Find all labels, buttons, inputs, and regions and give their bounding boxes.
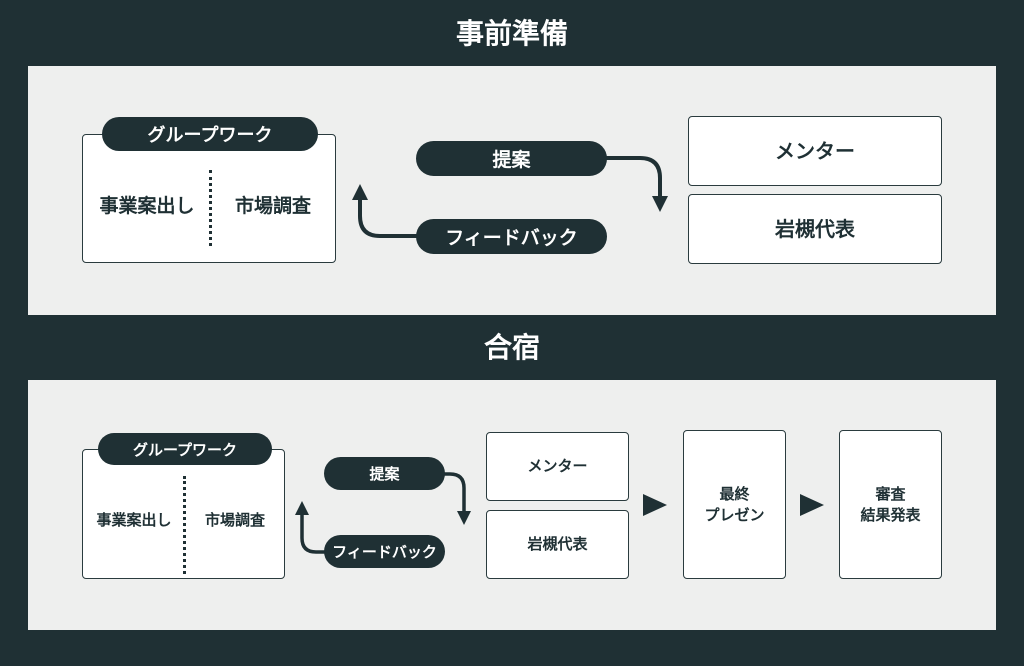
proposal-pill: 提案 [416,141,607,176]
ideation-label: 事業案出し [99,194,195,217]
mentor-box-camp: メンター [486,432,629,501]
section-title-preparation: 事前準備 [455,17,568,50]
research-label-camp: 市場調査 [204,510,265,529]
results-line1: 審査 [875,485,906,504]
group-work-divider [209,170,212,246]
research-label: 市場調査 [234,194,311,217]
representative-box-camp: 岩槻代表 [486,510,629,579]
mentor-box: メンター [688,116,942,186]
final-presentation-line1: 最終 [719,485,750,504]
final-presentation-line2: プレゼン [704,505,765,524]
final-presentation-box: 最終 プレゼン [683,430,786,579]
representative-box: 岩槻代表 [688,194,942,264]
section-title-camp: 合宿 [483,331,540,364]
proposal-pill-camp: 提案 [324,457,445,490]
feedback-pill-camp: フィードバック [324,535,445,568]
feedback-pill: フィードバック [416,219,607,254]
final-presentation-label: 最終 プレゼン [684,431,785,578]
loop-arrow-icon [352,156,668,238]
group-work-pill-camp: グループワーク [98,433,272,465]
arrow-right-icon [643,494,667,516]
arrow-right-icon [800,494,824,516]
results-label: 審査 結果発表 [840,431,941,578]
representative-label: 岩槻代表 [775,216,855,241]
loop-arrow-icon [295,472,471,554]
group-work-divider-camp [183,476,186,574]
mentor-label: メンター [775,138,855,163]
ideation-label-camp: 事業案出し [96,510,172,529]
group-work-pill: グループワーク [102,117,318,151]
results-box: 審査 結果発表 [839,430,942,579]
mentor-label-camp: メンター [527,457,588,476]
representative-label-camp: 岩槻代表 [527,535,588,554]
results-line2: 結果発表 [860,505,921,524]
